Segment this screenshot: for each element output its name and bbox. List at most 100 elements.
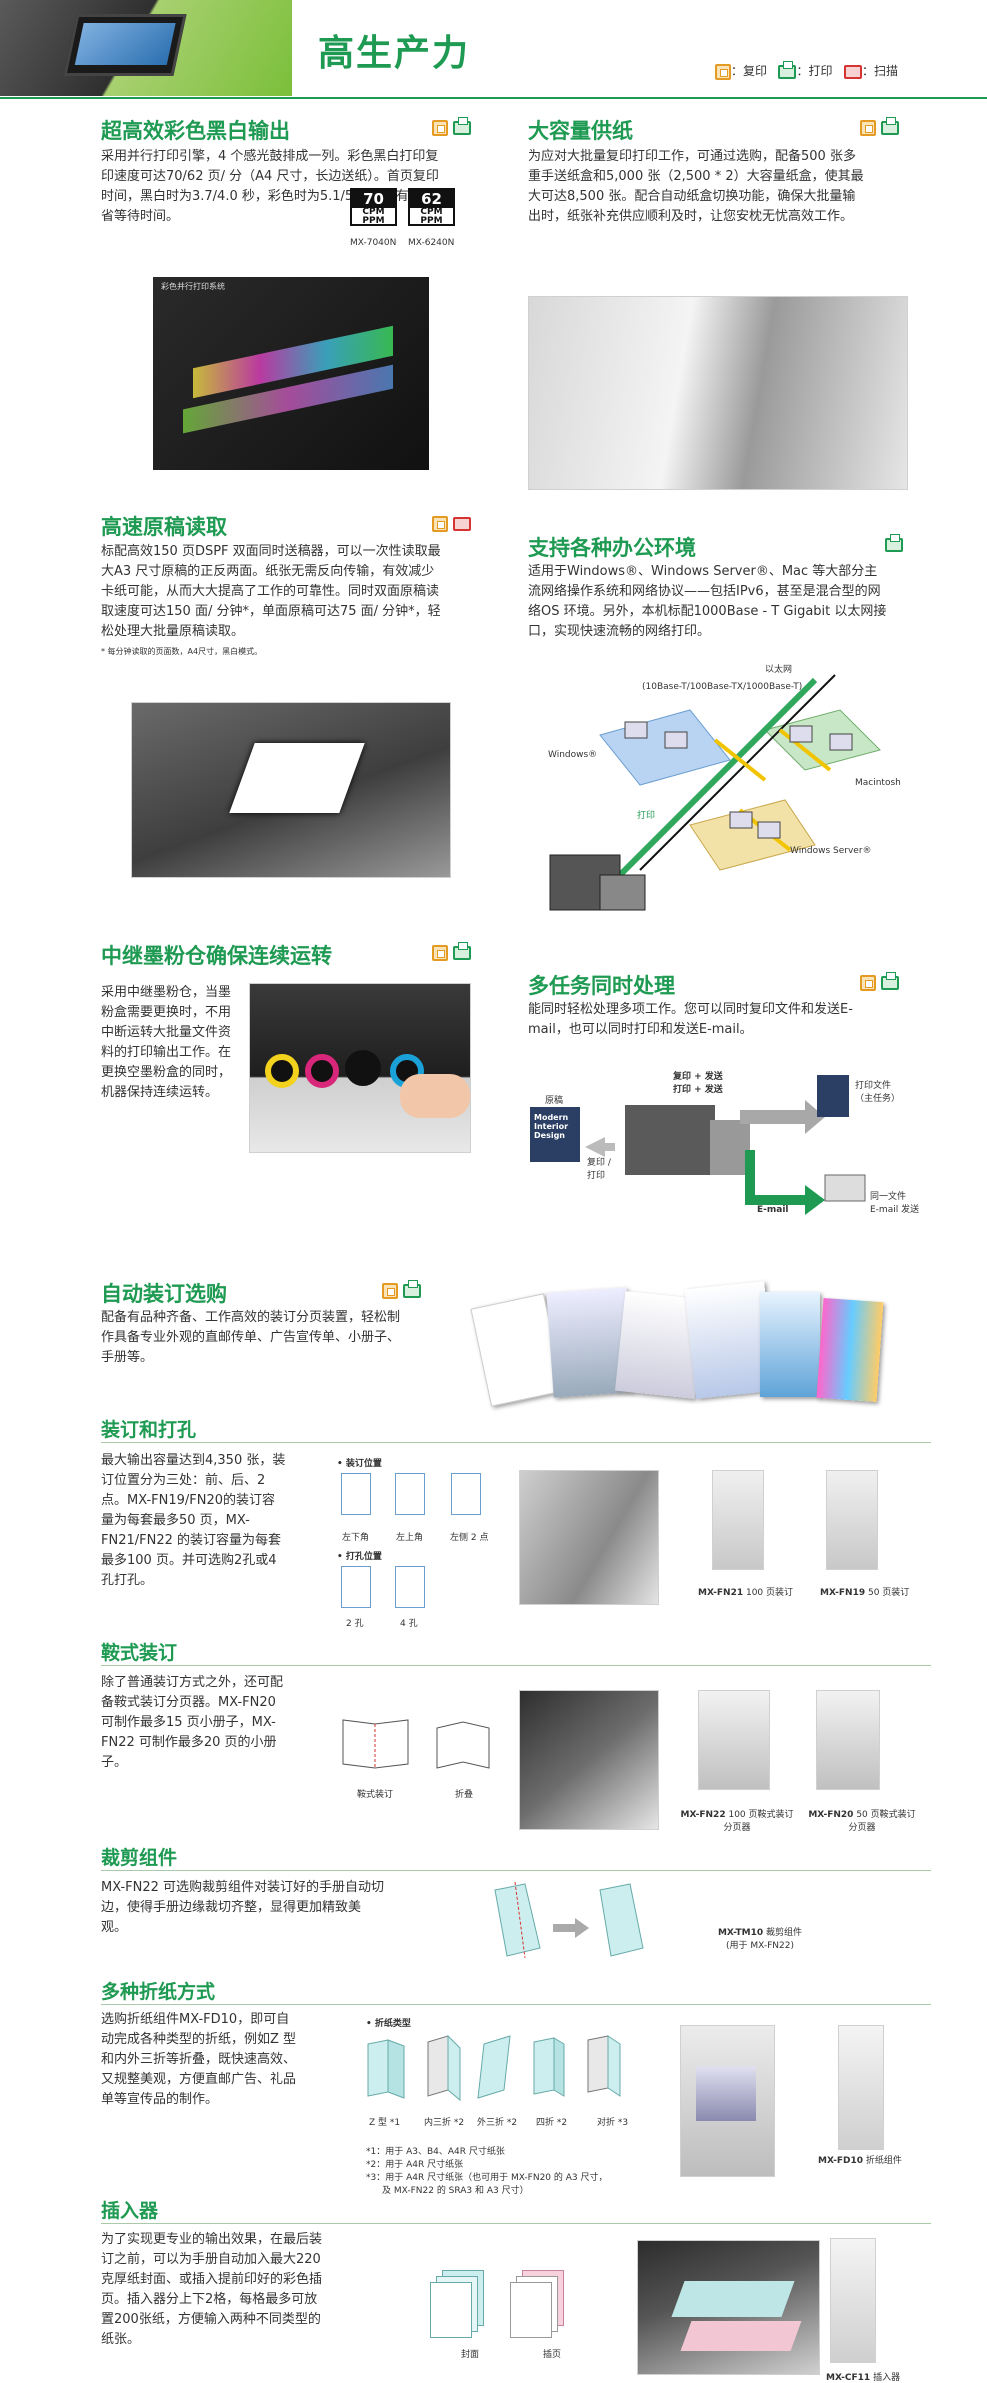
staple-page-3 (451, 1473, 481, 1515)
cover-label: 封面 (461, 2350, 480, 2360)
sec7-icons (382, 1279, 422, 1299)
fold-label: 折叠 (455, 1790, 474, 1800)
mt-copy-print: 复印 / 打印 (587, 1158, 611, 1181)
dspf-image (131, 702, 451, 878)
diagram-ethernet: 以太网 (765, 665, 793, 675)
sec10-rule (101, 1870, 931, 1871)
fold-heading: • 折纸类型 (366, 2019, 411, 2029)
trimming-diagram (485, 1880, 655, 1960)
copy-icon (715, 63, 731, 80)
sec4-title: 支持各种办公环境 (528, 536, 696, 560)
saddle-photo (519, 1690, 659, 1830)
fold-icon (433, 1718, 493, 1770)
sec3-note: * 每分钟读取的页面数，A4尺寸，黑白模式。 (101, 647, 263, 656)
staple-page-1 (341, 1473, 371, 1515)
copy-icon (860, 974, 876, 991)
punch-label-1: 2 孔 (346, 1619, 364, 1629)
mt-book-title: Modern Interior Design (534, 1113, 569, 1140)
sec12-rule (101, 2223, 931, 2224)
sec5-text: 采用中继墨粉仓，当墨粉盒需要更换时，不用中断运转大批量文件资料的打印输出工作。在… (101, 985, 232, 1100)
sec4-icons (885, 533, 903, 553)
ppm-badge-62: 62 CPM PPM (408, 188, 455, 226)
copy-icon (432, 944, 448, 961)
finisher-photo (519, 1470, 659, 1605)
legend-copy: ：复印 (731, 64, 768, 78)
ppm-model-2: MX-6240N (408, 238, 455, 248)
scan-icon (843, 64, 862, 79)
diagram-windows: Windows® (548, 750, 598, 760)
saddle-label: 鞍式装订 (357, 1790, 394, 1800)
sec9-text: 除了普通装订方式之外，还可配备鞍式装订分页器。MX-FN20 可制作最多15 页… (101, 1675, 284, 1770)
print-icon (881, 116, 900, 135)
mx-fd10-image (838, 2025, 884, 2150)
folding-photo (680, 2025, 775, 2177)
mt-output: 打印文件 （主任务） (855, 1081, 901, 1104)
staple-label-1: 左下角 (342, 1533, 370, 1543)
sec11-text: 选购折纸组件MX-FD10，即可自动完成各种类型的折纸，例如Z 型和内外三折等折… (101, 2012, 297, 2107)
color-engine-image: 彩色并行打印系统 (153, 277, 429, 470)
diagram-base: (10Base-T/100Base-TX/1000Base-T) (642, 682, 803, 692)
fn22-label: MX-FN22 100 页鞍式装订分页器 (680, 1810, 794, 1833)
header-legend: ：复印 ：打印 ：扫描 (715, 60, 898, 80)
sec6-text: 能同时轻松处理多项工作。您可以同时复印文件和发送E-mail，也可以同时打印和发… (528, 1002, 853, 1037)
toner-image (249, 983, 471, 1153)
fn21-label: MX-FN21 100 页装订 (698, 1588, 794, 1598)
sec2-icons (860, 116, 900, 136)
punch-page-1 (341, 1566, 371, 1608)
mx-cf11-image (830, 2238, 876, 2363)
fn19-label: MX-FN19 50 页装订 (820, 1588, 910, 1598)
print-icon (778, 60, 797, 79)
sec11-rule (101, 2004, 931, 2005)
legend-print: ：打印 (796, 64, 833, 78)
punch-heading: • 打孔位置 (337, 1552, 382, 1562)
sec2-text: 为应对大批量复印打印工作，可通过选购，配备500 张多重手送纸盒和5,000 张… (528, 149, 864, 224)
sec8-text: 最大输出容量达到4,350 张，装订位置分为三处：前、后、2 点。MX-FN19… (101, 1453, 286, 1588)
header-divider (0, 97, 987, 99)
insert-label: 插页 (543, 2350, 562, 2360)
print-icon (453, 116, 472, 135)
mx-fn22-image (698, 1690, 770, 1790)
multitask-diagram: 原稿 Modern Interior Design 复印 / 打印 复印 + 发… (525, 1055, 925, 1225)
sec12-text: 为了实现更专业的输出效果，在最后装订之前，可以为手册自动加入最大220克厚纸封面… (101, 2232, 323, 2347)
ppm-badge-70: 70 CPM PPM (350, 188, 397, 226)
copy-icon (432, 119, 448, 136)
scan-icon (453, 516, 472, 531)
sec9-rule (101, 1665, 931, 1666)
tm10-label: MX-TM10 裁剪组件(用于 MX-FN22) (717, 1928, 803, 1951)
sec7-title: 自动装订选购 (101, 1282, 227, 1306)
copy-icon (432, 515, 448, 532)
diagram-server: Windows Server® (790, 846, 872, 856)
print-icon (403, 1279, 422, 1298)
cf11-label: MX-CF11 插入器 (826, 2373, 901, 2383)
sec7-text: 配备有品种齐备、工作高效的装订分页装置，轻松制作具备专业外观的直邮传单、广告宣传… (101, 1310, 401, 1365)
header-panel-screen (63, 14, 187, 76)
fold-label-half: 对折 *3 (597, 2118, 629, 2128)
sec5-title: 中继墨粉仓确保连续运转 (101, 944, 332, 968)
sec1-text: 采用并行打印引擎，4 个感光鼓排成一列。彩色黑白打印复印速度可达70/62 页/… (101, 149, 439, 224)
sec1-title: 超高效彩色黑白输出 (101, 119, 290, 143)
sec5-icons (432, 941, 472, 961)
network-diagram: 以太网 (10Base-T/100Base-TX/1000Base-T) Win… (540, 660, 920, 920)
copy-icon (382, 1282, 398, 1299)
copy-icon (860, 119, 876, 136)
sec1-icons (432, 116, 472, 136)
sec10-text: MX-FN22 可选购裁剪组件对装订好的手册自动切边，使得手册边缘裁切齐整，显得… (101, 1880, 385, 1935)
cover-stack (430, 2270, 490, 2340)
ppm-model-1: MX-7040N (350, 238, 397, 248)
sec3-icons (432, 513, 472, 532)
print-icon (885, 533, 903, 552)
mt-original: 原稿 (545, 1096, 564, 1106)
sec8-title: 装订和打孔 (101, 1419, 197, 1441)
punch-page-2 (395, 1566, 425, 1608)
mt-top-label: 复印 + 发送 打印 + 发送 (673, 1072, 723, 1095)
page-title: 高生产力 (318, 32, 471, 74)
legend-scan: ：扫描 (861, 64, 898, 78)
staple-page-2 (395, 1473, 425, 1515)
sec6-title: 多任务同时处理 (528, 974, 675, 998)
sec10-title: 裁剪组件 (101, 1847, 178, 1869)
sec3-title: 高速原稿读取 (101, 515, 227, 539)
diagram-macintosh: Macintosh (855, 778, 901, 788)
punch-label-2: 4 孔 (400, 1619, 418, 1629)
sec6-icons (860, 971, 900, 991)
sec8-rule (101, 1442, 931, 1443)
